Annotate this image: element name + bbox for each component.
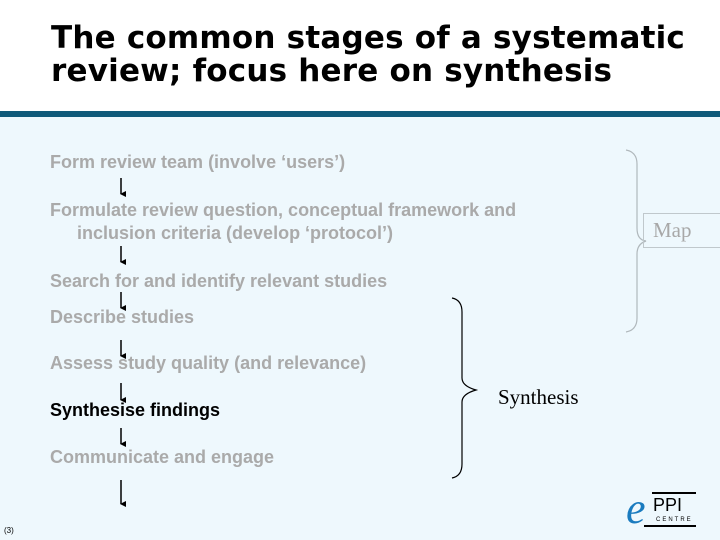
svg-text:CENTRE: CENTRE: [656, 517, 693, 523]
stage-search: Search for and identify relevant studies: [50, 271, 388, 291]
synthesis-label: Synthesis: [498, 385, 579, 409]
map-label: Map: [643, 213, 720, 248]
stage-communicate: Communicate and engage: [50, 447, 275, 467]
stage-assess: Assess study quality (and relevance): [50, 353, 367, 373]
page-number: (3): [4, 526, 14, 535]
stage-formulate-question: Formulate review question, conceptual fr…: [50, 199, 516, 245]
slide-header: The common stages of a systematic review…: [0, 0, 720, 111]
map-brace: [625, 149, 647, 333]
stage-synthesise: Synthesise findings: [50, 400, 221, 420]
eppi-centre-logo: e PPI CENTRE: [626, 490, 696, 530]
slide-title: The common stages of a systematic review…: [51, 22, 685, 88]
stage-form-team: Form review team (involve ‘users’): [50, 152, 346, 172]
synthesis-brace: [451, 297, 479, 479]
accent-bar: [0, 111, 720, 117]
stage-formulate-line1: Formulate review question, conceptual fr…: [50, 200, 517, 220]
svg-text:e: e: [626, 490, 646, 530]
stage-formulate-line2: inclusion criteria (develop ‘protocol’): [77, 223, 394, 243]
svg-text:PPI: PPI: [653, 495, 682, 515]
title-line-1: The common stages of a systematic: [51, 20, 686, 56]
stage-describe: Describe studies: [50, 307, 195, 327]
title-line-2: review; focus here on synthesis: [51, 53, 613, 89]
